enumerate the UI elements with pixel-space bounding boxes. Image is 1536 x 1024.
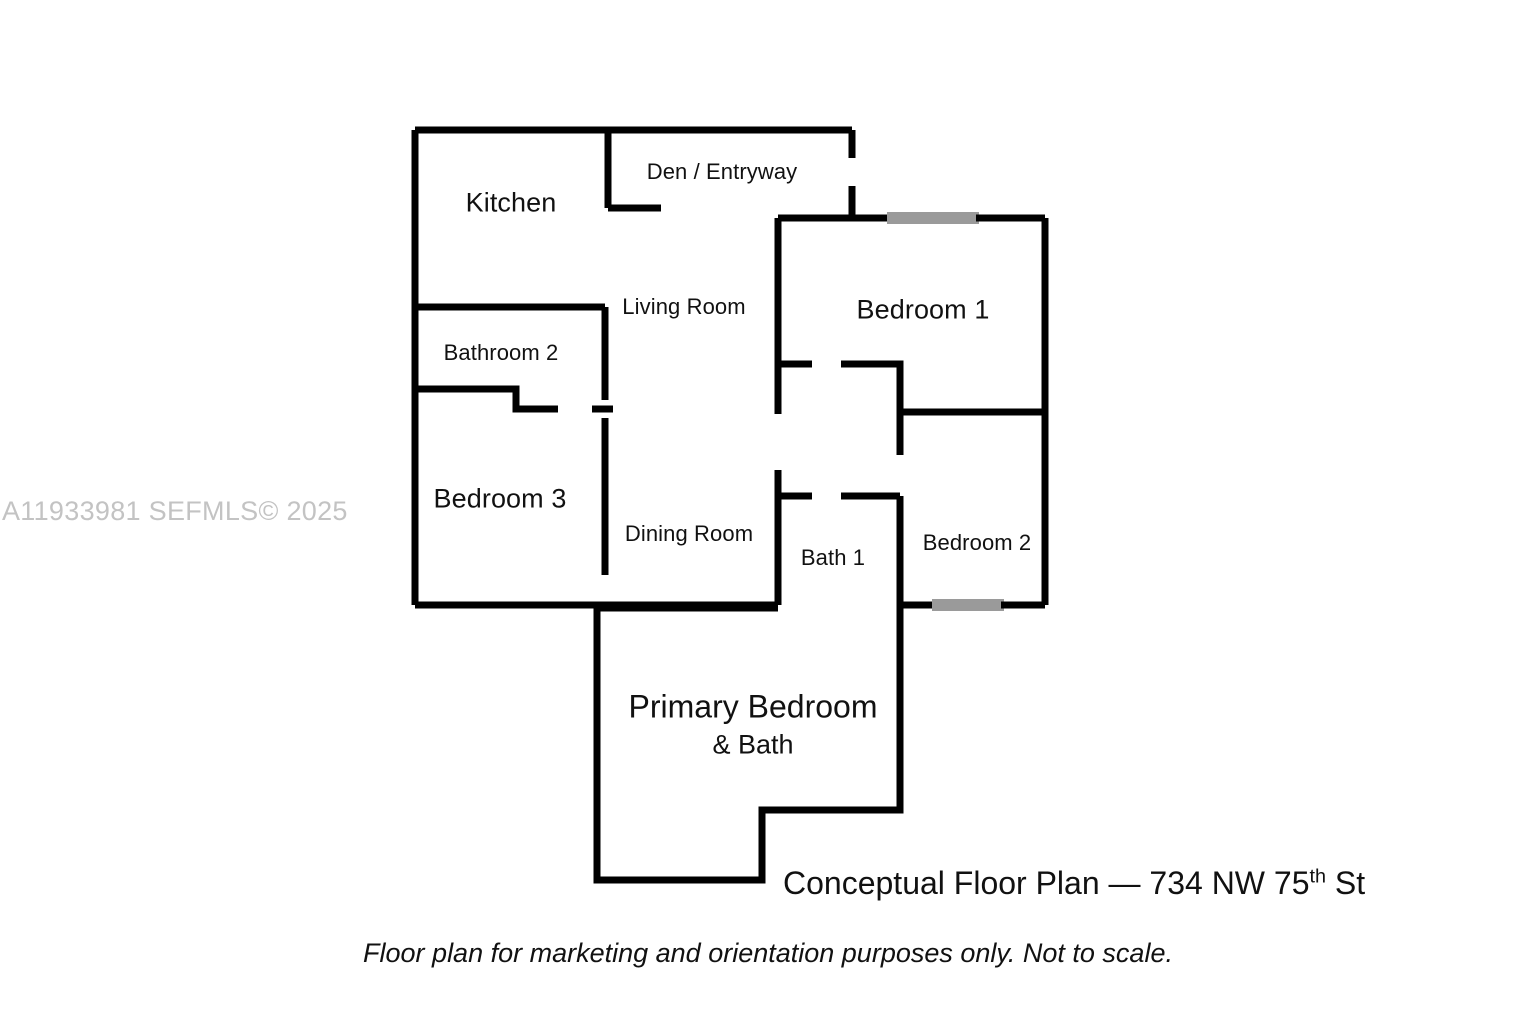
room-label-den-entryway: Den / Entryway (646, 159, 798, 184)
room-label-bath-1: Bath 1 (800, 545, 866, 570)
room-label-primary-bedroom-bath: Primary Bedroom & Bath (629, 686, 878, 762)
primary-suite-line-1: Primary Bedroom (628, 688, 878, 725)
room-label-bedroom-2: Bedroom 2 (922, 530, 1032, 555)
primary-suite-line-2: & Bath (712, 729, 794, 760)
window-bedroom1 (887, 212, 979, 224)
plan-title: Conceptual Floor Plan — 734 NW 75th St (783, 865, 1365, 902)
window-bedroom2 (932, 599, 1004, 611)
mls-watermark: A11933981 SEFMLS© 2025 (2, 496, 348, 526)
plan-title-prefix: Conceptual Floor Plan — 734 NW 75 (783, 865, 1310, 901)
room-label-bathroom-2: Bathroom 2 (443, 340, 559, 365)
room-label-kitchen: Kitchen (465, 187, 557, 218)
room-label-living-room: Living Room (622, 294, 746, 319)
room-label-dining-room: Dining Room (624, 521, 754, 546)
plan-disclaimer: Floor plan for marketing and orientation… (363, 938, 1173, 968)
plan-title-superscript: th (1309, 865, 1327, 888)
plan-title-suffix: St (1326, 865, 1366, 901)
room-label-bedroom-3: Bedroom 3 (433, 483, 567, 514)
wall-bathroom2-bottom (415, 385, 558, 413)
room-label-bedroom-1: Bedroom 1 (856, 294, 990, 325)
wall-bedroom1-bottom-left-stub (841, 360, 904, 412)
wall-primary-suite-outline (593, 605, 904, 884)
